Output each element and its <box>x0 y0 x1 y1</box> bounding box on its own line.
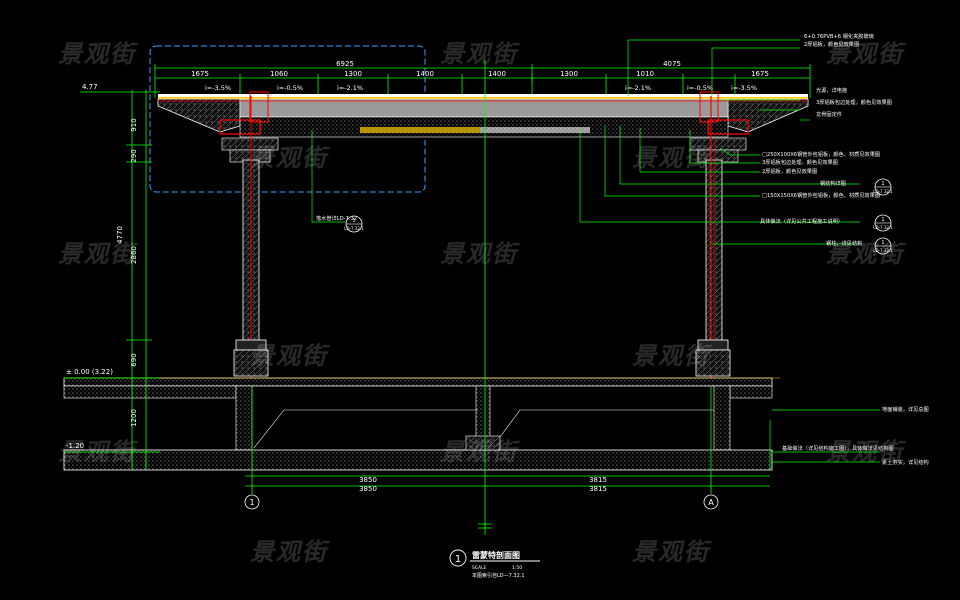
top-dim-2: 1060 <box>270 70 288 78</box>
elevations: 4.77 ± 0.00 (3.22) -1.20 <box>66 83 113 450</box>
elevation-top: 4.77 <box>82 83 98 91</box>
top-dim-8: 1675 <box>751 70 769 78</box>
bottom-dim-left-2: 3850 <box>359 485 377 493</box>
detail-ref-3-num: 1 <box>881 240 884 246</box>
top-dim-overall-right: 4075 <box>663 60 681 68</box>
detail-ref-2-num: 1 <box>881 217 884 223</box>
detail-ref-1-num: 1 <box>881 181 884 187</box>
detail-ref-1-sheet: LD-7.32.1 <box>873 189 893 194</box>
slope-1: i=-3.5% <box>205 84 231 92</box>
top-dim-text: 6925 4075 1675 1060 1300 1400 1400 1300 … <box>191 60 769 78</box>
roof-structure <box>157 91 809 163</box>
note-3: 3厚铝板包边处理，颜色见效果图 <box>816 98 892 106</box>
slope-4: i=-2.1% <box>625 84 651 92</box>
detail-viewport-box <box>149 45 426 193</box>
left-dim-3: 2860 <box>130 246 138 264</box>
title-scale: 1:50 <box>512 565 522 571</box>
note-6: 3厚铝板包边处理，颜色见效果图 <box>762 158 838 166</box>
left-dim-text: 910 290 2860 4770 690 1200 <box>116 118 138 427</box>
drawing-title: 1 雷蒙特剖面图 SCALE 1:50 本图索引自LD—7.32.1 <box>449 549 540 579</box>
left-dim-1: 910 <box>130 118 138 131</box>
slope-3: i=-2.1% <box>337 84 363 92</box>
title-sub: 本图索引自LD—7.32.1 <box>472 572 525 579</box>
bottom-dim-right-1: 3815 <box>589 476 607 484</box>
detail-ref-1: 1 LD-7.32.1 <box>873 178 893 196</box>
right-notes: 6+0.76PVB+6 钢化夹胶玻璃 2厚铝板，颜色见效果图 光源，详电施 3厚… <box>760 32 929 466</box>
left-ref-sheet: LD-7.32.1 <box>344 226 364 231</box>
note-4: 龙骨固定件 <box>816 110 842 118</box>
slope-5: i=-0.5% <box>687 84 713 92</box>
left-note-text: 落水管详LD-7.32 <box>316 214 357 222</box>
note-10: 具体做法（详见公共工程施工说明） <box>760 217 843 225</box>
bottom-dim-text: 3850 3815 3850 3815 <box>359 476 607 493</box>
top-dim-6: 1300 <box>560 70 578 78</box>
top-dim-1: 1675 <box>191 70 209 78</box>
note-0: 6+0.76PVB+6 钢化夹胶玻璃 <box>804 32 874 40</box>
left-dim-5: 690 <box>130 353 138 366</box>
left-dimension-group <box>64 90 160 470</box>
elevation-ground: ± 0.00 (3.22) <box>66 368 113 376</box>
top-dim-3: 1300 <box>344 70 362 78</box>
left-detail-reference: 落水管详LD-7.32 1 LD-7.32.1 <box>311 130 364 233</box>
left-dim-4: 4770 <box>116 226 124 244</box>
title-number: 1 <box>455 554 461 565</box>
left-ref-num: 1 <box>352 218 355 224</box>
top-dim-4: 1400 <box>416 70 434 78</box>
axis-bubble-a: A <box>708 498 714 507</box>
top-dim-7: 1010 <box>636 70 654 78</box>
note-12: 地面铺装，详见总图 <box>882 405 929 413</box>
detail-ref-3-sheet: LD-7.32.1 <box>873 248 893 253</box>
note-13: 基础做法（详见结构施工图），具体做法见结构图 <box>782 444 894 452</box>
axis-lines <box>245 60 770 535</box>
detail-ref-3: 1 LD-7.32.1 <box>873 237 893 255</box>
axis-bubbles: 1 A <box>244 494 719 510</box>
note-8: 钢结构详图 <box>820 179 846 187</box>
detail-ref-2: 1 LD-7.32.1 <box>873 214 893 232</box>
elevation-bottom: -1.20 <box>66 442 84 450</box>
top-dim-overall-left: 6925 <box>336 60 354 68</box>
note-1: 2厚铝板，颜色见效果图 <box>804 40 859 48</box>
columns <box>233 96 731 380</box>
bottom-dim-right-2: 3815 <box>589 485 607 493</box>
top-dim-5: 1400 <box>488 70 506 78</box>
axis-bubble-1: 1 <box>249 498 254 507</box>
note-7: 2厚铝板，颜色见效果图 <box>762 167 817 175</box>
detail-ref-2-sheet: LD-7.32.1 <box>873 225 893 230</box>
note-11: 钢柱，详见结构 <box>826 239 862 247</box>
left-dim-6: 1200 <box>130 409 138 427</box>
bottom-dim-left-1: 3850 <box>359 476 377 484</box>
note-9: □150X150X6钢管外包铝板，颜色、材质见效果图 <box>762 191 880 199</box>
note-2: 光源，详电施 <box>816 86 847 94</box>
foundation <box>63 377 780 471</box>
left-dim-2: 290 <box>130 149 138 162</box>
title-scale-label: SCALE <box>472 565 487 571</box>
title-name: 雷蒙特剖面图 <box>472 550 520 560</box>
note-14: 素土夯实，详见结构 <box>882 458 929 466</box>
slope-labels: i=-3.5% i=-0.5% i=-2.1% i=-2.1% i=-0.5% … <box>205 84 757 92</box>
slope-2: i=-0.5% <box>277 84 303 92</box>
slope-6: i=-3.5% <box>731 84 757 92</box>
leader-lines <box>579 39 880 470</box>
detail-references: 1 LD-7.32.1 1 LD-7.32.1 1 LD-7.32.1 <box>873 178 893 255</box>
note-5: □250X100X6钢管外包铝板，颜色、材质见效果图 <box>762 150 880 158</box>
